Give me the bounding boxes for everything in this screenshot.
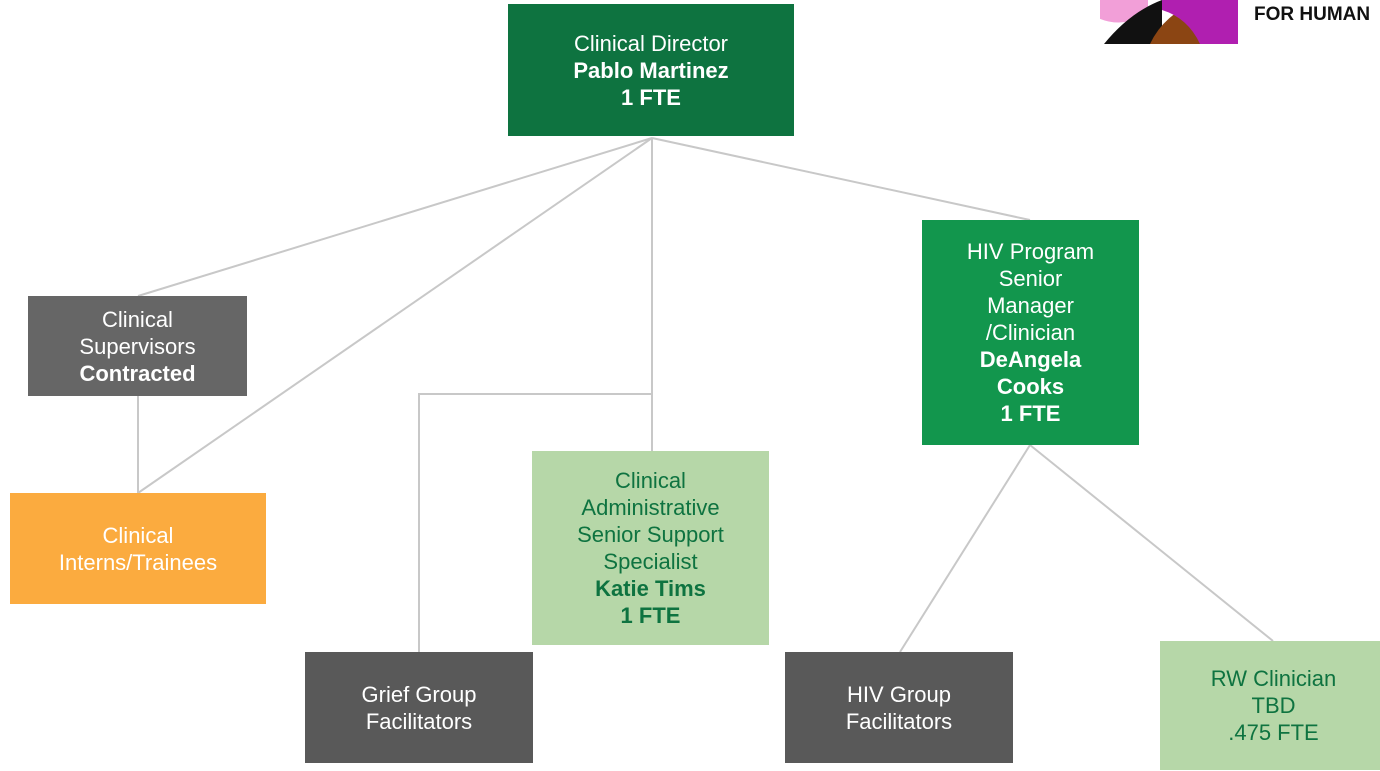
connector-director-interns: [137, 137, 653, 494]
logo-mark-icon: [1100, 0, 1238, 44]
supervisors-line2: Supervisors: [79, 333, 196, 359]
rw-fte: .475 FTE: [1228, 720, 1319, 745]
director-name: Pablo Martinez: [573, 57, 729, 83]
director-fte: 1 FTE: [621, 84, 681, 110]
admin-line2: Administrative: [581, 495, 720, 520]
interns-line1: Clinical: [102, 522, 174, 548]
hiv-manager-name-line2: Cooks: [996, 374, 1065, 399]
director-title: Clinical Director: [573, 30, 729, 56]
connector-hiv-manager-hiv-group: [899, 444, 1031, 653]
logo-text: FOR HUMAN: [1254, 4, 1371, 25]
clinical-interns-box: Clinical Interns/Trainees: [10, 493, 266, 604]
admin-name: Katie Tims: [595, 576, 706, 601]
supervisors-line1: Clinical: [102, 306, 173, 332]
hiv-manager-line2: Senior: [998, 266, 1063, 291]
supervisors-status: Contracted: [79, 360, 196, 386]
hiv-manager-line1: HIV Program: [966, 239, 1095, 264]
hiv-group-line1: HIV Group: [847, 681, 951, 707]
connector-director-grief: [418, 138, 653, 652]
rw-clinician-box: RW Clinician TBD .475 FTE: [1160, 641, 1380, 770]
rw-line2: TBD: [1251, 693, 1296, 718]
grief-line1: Grief Group: [361, 681, 477, 707]
hiv-manager-line3: Manager: [987, 293, 1074, 318]
clinical-admin-box: Clinical Administrative Senior Support S…: [532, 451, 769, 645]
interns-line2: Interns/Trainees: [58, 549, 218, 575]
hiv-manager-fte: 1 FTE: [1000, 401, 1061, 426]
hiv-manager-line4: /Clinician: [985, 320, 1076, 345]
connector-hiv-manager-rw: [1029, 444, 1274, 642]
hiv-group-facilitators-box: HIV Group Facilitators: [785, 652, 1013, 763]
grief-line2: Facilitators: [365, 708, 473, 734]
admin-line3: Senior Support: [577, 522, 724, 547]
admin-line1: Clinical: [615, 468, 686, 493]
grief-group-facilitators-box: Grief Group Facilitators: [305, 652, 533, 763]
hiv-group-line2: Facilitators: [845, 708, 953, 734]
organization-logo: [1100, 0, 1380, 46]
hiv-program-manager-box: HIV Program Senior Manager /Clinician De…: [922, 220, 1139, 445]
clinical-supervisors-box: Clinical Supervisors Contracted: [28, 296, 247, 396]
rw-line1: RW Clinician: [1210, 666, 1337, 691]
hiv-manager-name-line1: DeAngela: [979, 347, 1082, 372]
clinical-director-box: Clinical Director Pablo Martinez 1 FTE: [508, 4, 794, 136]
admin-fte: 1 FTE: [620, 603, 681, 628]
connector-director-supervisors: [137, 137, 653, 297]
connector-director-hiv-manager: [651, 137, 1031, 221]
admin-line4: Specialist: [603, 549, 698, 574]
